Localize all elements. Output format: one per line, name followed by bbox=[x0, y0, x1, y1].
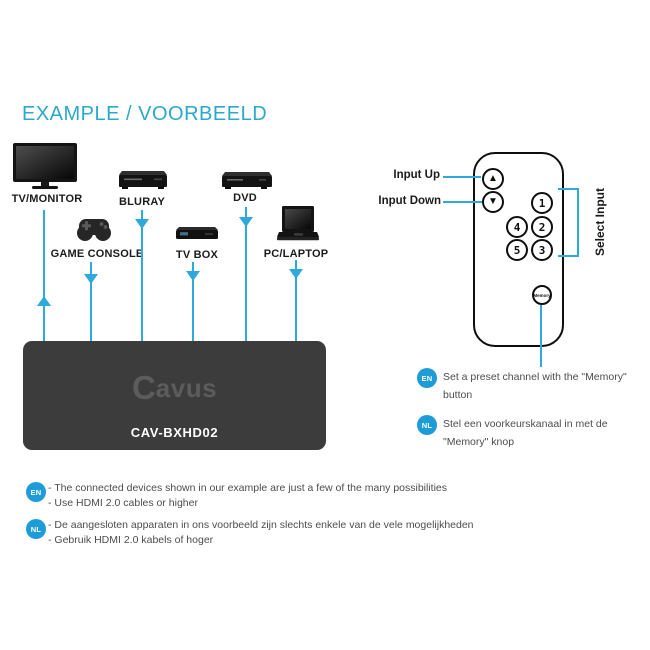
remote-memory-button: Memory bbox=[532, 285, 552, 305]
cable-pc-laptop bbox=[295, 260, 297, 341]
memory-note-nl: Stel een voorkeurskanaal in met de "Memo… bbox=[443, 418, 608, 448]
select-input-bracket bbox=[558, 188, 579, 257]
input-down-label: Input Down bbox=[378, 195, 441, 207]
remote-button-2: 2 bbox=[531, 216, 553, 238]
input-up-label: Input Up bbox=[393, 169, 440, 181]
footer-note-nl: - De aangesloten apparaten in ons voorbe… bbox=[48, 519, 474, 546]
bluray-label: BLURAY bbox=[118, 196, 166, 208]
remote-input-down-button: ▼ bbox=[482, 191, 504, 213]
remote-button-4: 4 bbox=[506, 216, 528, 238]
tv-monitor-label: TV/MONITOR bbox=[11, 193, 83, 205]
remote-button-5: 5 bbox=[506, 239, 528, 261]
hdmi-switch-box: Cavus CAV-BXHD02 bbox=[23, 341, 326, 450]
remote-control: ▲ ▼ 1 4 2 5 3 Memory bbox=[473, 152, 564, 347]
remote-button-1: 1 bbox=[531, 192, 553, 214]
game-console-icon bbox=[77, 219, 111, 241]
cavus-logo: Cavus bbox=[131, 369, 218, 406]
nl-badge-footer: NL bbox=[26, 519, 46, 539]
memory-note-en: Set a preset channel with the "Memory" b… bbox=[443, 371, 627, 401]
arrow-down-dvd bbox=[239, 217, 253, 227]
arrow-down-game-console bbox=[84, 274, 98, 284]
en-badge-memory: EN bbox=[417, 368, 437, 388]
tv-box-label: TV BOX bbox=[175, 249, 219, 261]
arrow-down-pc-laptop bbox=[289, 269, 303, 279]
switch-model-label: CAV-BXHD02 bbox=[130, 425, 219, 440]
en-badge-footer: EN bbox=[26, 482, 46, 502]
game-console-label: GAME CONSOLE bbox=[50, 248, 144, 260]
input-down-pointer-line bbox=[443, 201, 482, 203]
down-triangle-icon: ▼ bbox=[488, 196, 498, 207]
bluray-player-icon bbox=[119, 171, 167, 189]
cable-tv-monitor bbox=[43, 210, 45, 341]
up-triangle-icon: ▲ bbox=[488, 173, 498, 184]
cable-game-console bbox=[90, 262, 92, 341]
cable-bluray bbox=[141, 210, 143, 341]
cable-dvd bbox=[245, 207, 247, 341]
tv-box-icon bbox=[176, 227, 218, 239]
footer-note-en: - The connected devices shown in our exa… bbox=[48, 482, 448, 509]
dvd-label: DVD bbox=[233, 192, 257, 204]
remote-input-up-button: ▲ bbox=[482, 168, 504, 190]
nl-badge-memory: NL bbox=[417, 415, 437, 435]
dvd-player-icon bbox=[222, 172, 272, 189]
arrow-down-bluray bbox=[135, 219, 149, 229]
pc-laptop-label: PC/LAPTOP bbox=[263, 248, 329, 260]
input-up-pointer-line bbox=[443, 176, 481, 178]
page-title: EXAMPLE / VOORBEELD bbox=[22, 103, 268, 125]
tv-monitor-icon bbox=[13, 143, 77, 189]
pc-laptop-icon bbox=[277, 206, 319, 241]
arrow-down-tv-box bbox=[186, 271, 200, 281]
select-input-label: Select Input bbox=[593, 187, 607, 257]
cable-tv-box bbox=[192, 262, 194, 341]
arrow-up-tv-monitor bbox=[37, 296, 51, 306]
remote-button-3: 3 bbox=[531, 239, 553, 261]
memory-pointer-line bbox=[540, 305, 542, 367]
